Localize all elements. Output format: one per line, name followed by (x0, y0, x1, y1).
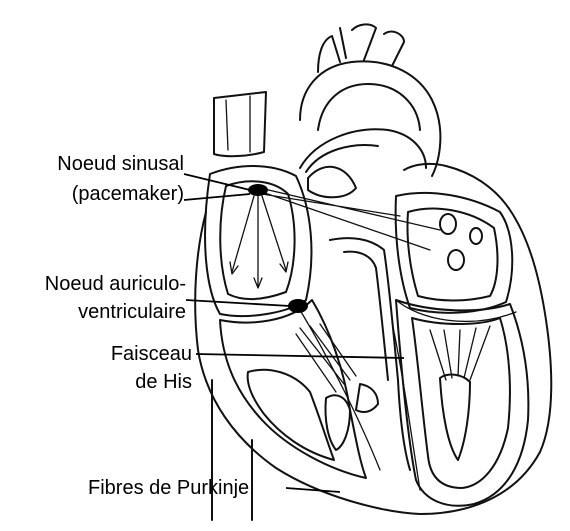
av-leader (186, 300, 290, 306)
av-node-label: Noeud auriculo- (10, 272, 186, 296)
sinus-leader-2 (184, 194, 250, 200)
sinus-node-marker (248, 184, 268, 196)
his-bundle-label: Faisceau (30, 342, 192, 366)
his-bundle-sublabel: de His (30, 370, 192, 394)
av-node-sublabel: ventriculaire (10, 300, 186, 324)
purkinje-leader (286, 488, 340, 492)
his-leader (196, 354, 404, 358)
av-node-marker (288, 299, 308, 313)
sinus-node-sublabel: (pacemaker) (20, 182, 184, 206)
sinus-node-label: Noeud sinusal (20, 152, 184, 176)
purkinje-label: Fibres de Purkinje (88, 476, 249, 500)
